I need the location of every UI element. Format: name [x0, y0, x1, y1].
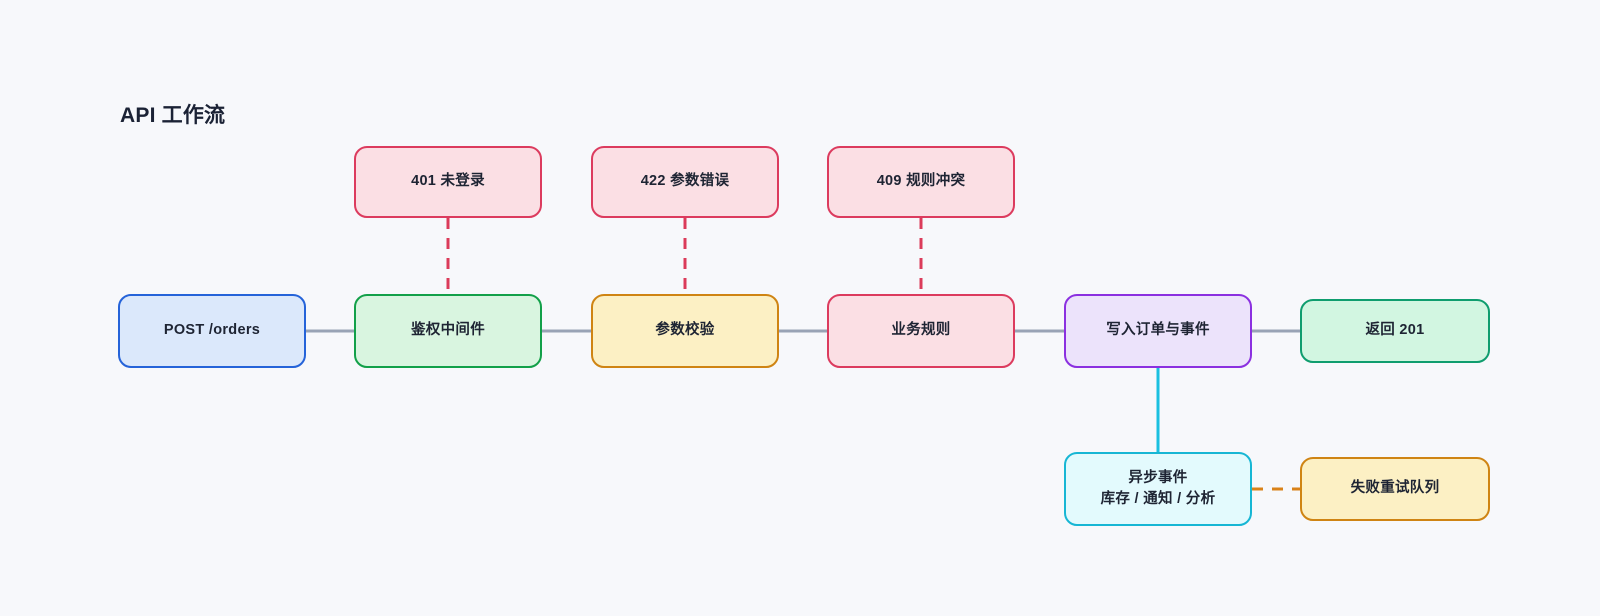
node-retry-queue[interactable]: 失败重试队列	[1300, 457, 1490, 521]
node-param-validation[interactable]: 参数校验	[591, 294, 779, 368]
node-label: 鉴权中间件	[411, 322, 485, 339]
node-label: 返回 201	[1365, 322, 1425, 339]
node-label: 409 规则冲突	[876, 173, 966, 190]
node-label: POST /orders	[163, 322, 261, 339]
node-error-422[interactable]: 422 参数错误	[591, 146, 779, 218]
node-label: 401 未登录	[411, 173, 485, 190]
node-error-401[interactable]: 401 未登录	[354, 146, 542, 218]
node-label: 失败重试队列	[1350, 480, 1440, 497]
page-title: API 工作流	[120, 104, 226, 127]
node-label: 业务规则	[891, 322, 951, 339]
node-return-201[interactable]: 返回 201	[1300, 299, 1490, 363]
node-label: 写入订单与事件	[1106, 322, 1210, 339]
node-label: 422 参数错误	[640, 173, 730, 190]
node-business-rules[interactable]: 业务规则	[827, 294, 1015, 368]
node-label: 参数校验	[655, 322, 715, 339]
node-write-order-events[interactable]: 写入订单与事件	[1064, 294, 1252, 368]
node-auth-middleware[interactable]: 鉴权中间件	[354, 294, 542, 368]
node-post-orders[interactable]: POST /orders	[118, 294, 306, 368]
node-error-409[interactable]: 409 规则冲突	[827, 146, 1015, 218]
node-label: 异步事件 库存 / 通知 / 分析	[1100, 469, 1216, 507]
node-async-events[interactable]: 异步事件 库存 / 通知 / 分析	[1064, 452, 1252, 526]
